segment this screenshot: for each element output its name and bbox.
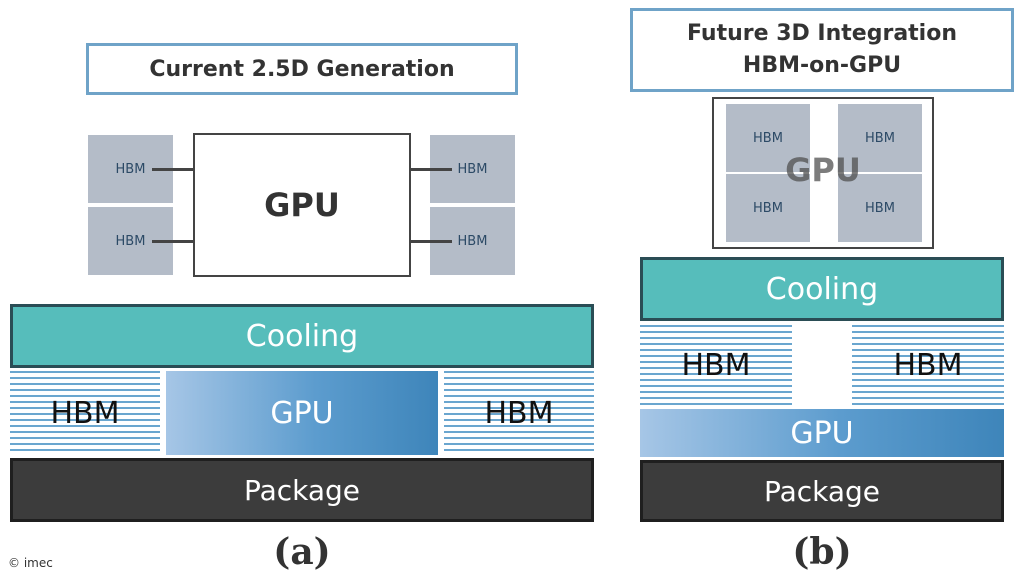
package-layer-b: Package xyxy=(640,460,1004,522)
hbm-stack-a-right: HBM xyxy=(444,371,594,455)
panel-b-label-text: (b) xyxy=(792,531,852,573)
panel-a-title: Current 2.5D Generation xyxy=(86,43,518,95)
gpu-layer-label: GPU xyxy=(790,415,854,451)
interconnect-wire xyxy=(152,240,194,243)
panel-a-label-text: (a) xyxy=(273,531,331,573)
hbm-chip-label: HBM xyxy=(753,200,783,216)
panel-b-title-line2: HBM-on-GPU xyxy=(742,53,902,78)
copyright-text: © imec xyxy=(8,556,53,570)
panel-a-title-text: Current 2.5D Generation xyxy=(149,56,455,82)
panel-a-label: (a) xyxy=(252,530,352,574)
hbm-chip-label: HBM xyxy=(865,130,895,146)
hbm-stack-b-right: HBM xyxy=(852,325,1004,405)
cooling-layer-b: Cooling xyxy=(640,257,1004,321)
interconnect-wire xyxy=(152,168,194,171)
hbm-stack-label: HBM xyxy=(50,395,120,431)
panel-b-label: (b) xyxy=(772,530,872,574)
interconnect-wire xyxy=(410,240,452,243)
hbm-chip-label: HBM xyxy=(457,233,488,249)
gpu-die-a-top-view: GPU xyxy=(193,133,411,277)
gpu-die-b-top-view: HBM HBM HBM HBM GPU xyxy=(712,97,934,249)
gpu-layer-a: GPU xyxy=(166,371,438,455)
interconnect-wire xyxy=(410,168,452,171)
hbm-stack-label: HBM xyxy=(681,347,751,383)
package-label: Package xyxy=(243,473,361,507)
cooling-label: Cooling xyxy=(245,318,359,354)
hbm-stack-label: HBM xyxy=(484,395,554,431)
hbm-stack-b-left: HBM xyxy=(640,325,792,405)
gpu-die-label: GPU xyxy=(264,186,340,224)
gpu-layer-b: GPU xyxy=(640,409,1004,457)
hbm-chip-b-bottom-left: HBM xyxy=(726,174,810,242)
package-label: Package xyxy=(763,474,881,508)
hbm-chip-label: HBM xyxy=(457,161,488,177)
panel-b-title-line1: Future 3D Integration xyxy=(687,21,957,46)
cooling-layer-a: Cooling xyxy=(10,304,594,368)
hbm-stack-label: HBM xyxy=(893,347,963,383)
hbm-chip-label: HBM xyxy=(753,130,783,146)
package-layer-a: Package xyxy=(10,458,594,522)
hbm-chip-b-bottom-right: HBM xyxy=(838,174,922,242)
hbm-chip-label: HBM xyxy=(115,233,146,249)
panel-b-title: Future 3D Integration HBM-on-GPU xyxy=(630,8,1014,92)
hbm-chip-label: HBM xyxy=(115,161,146,177)
gpu-layer-label: GPU xyxy=(270,395,334,431)
gpu-die-label-b: GPU xyxy=(785,151,861,189)
hbm-stack-a-left: HBM xyxy=(10,371,160,455)
hbm-chip-b-top-left: HBM xyxy=(726,104,810,172)
cooling-label: Cooling xyxy=(765,271,879,307)
hbm-chip-label: HBM xyxy=(865,200,895,216)
hbm-chip-b-top-right: HBM xyxy=(838,104,922,172)
